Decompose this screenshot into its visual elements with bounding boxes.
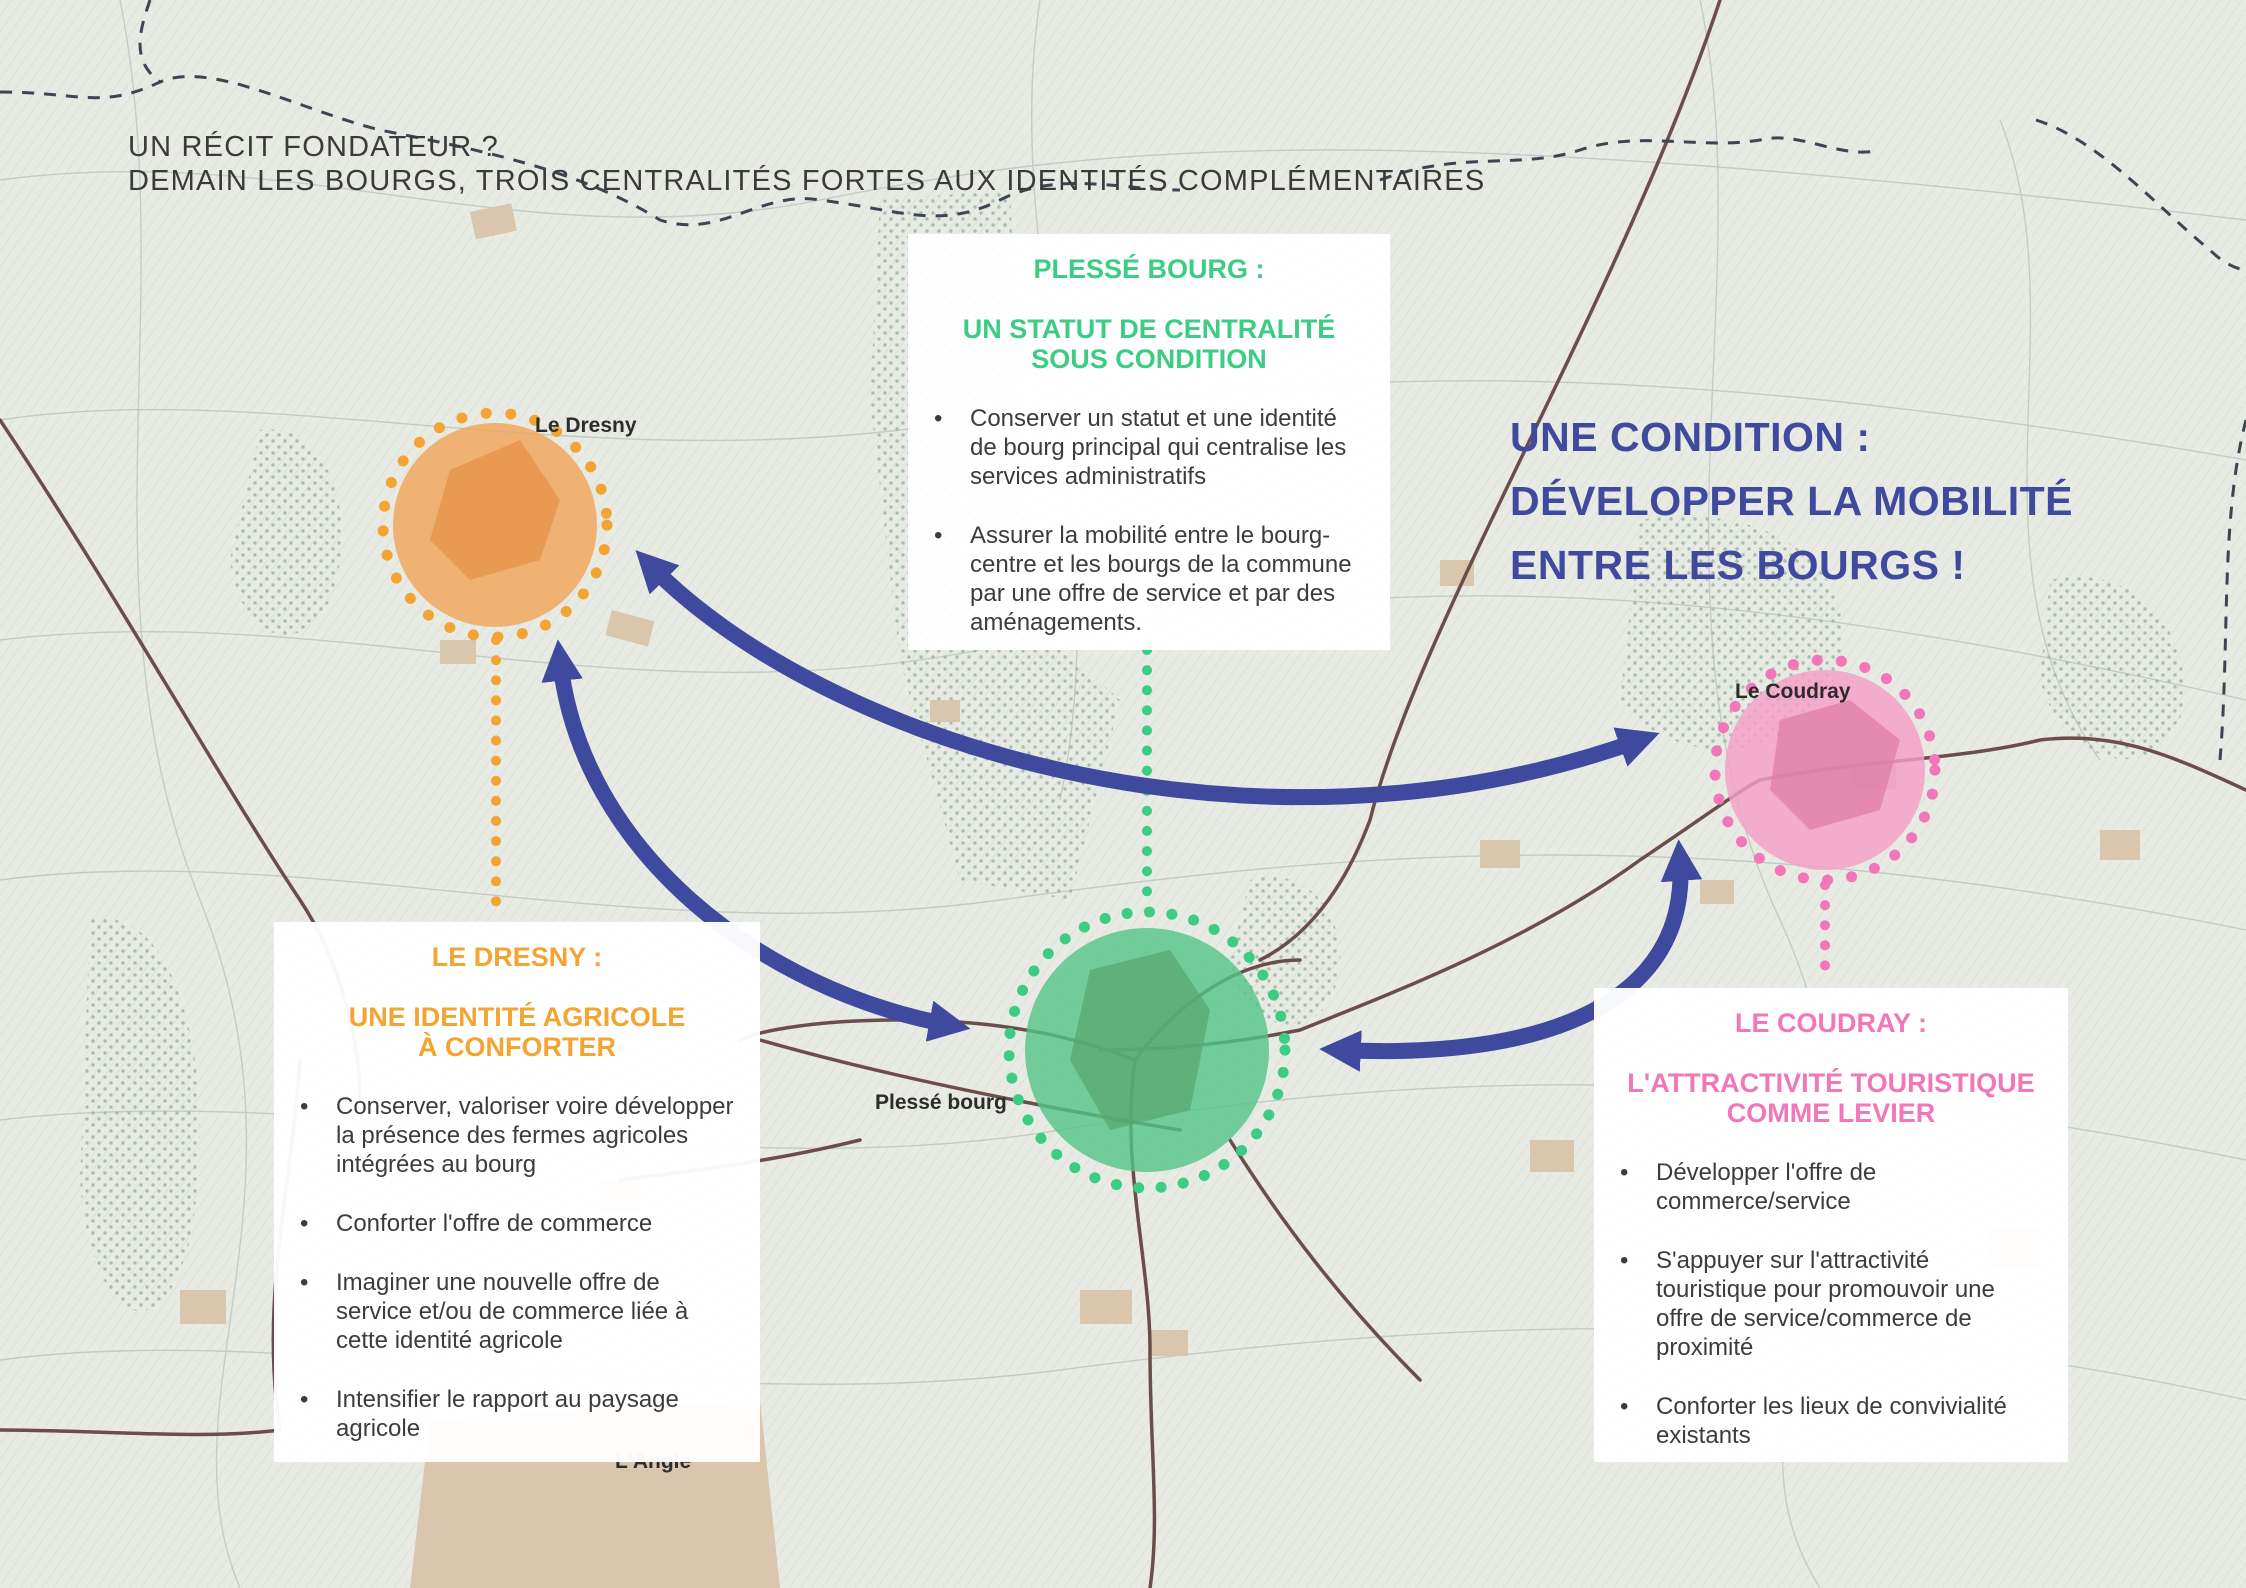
place-label-dresny: Le Dresny xyxy=(535,414,637,437)
coudray-card-subtitle-1: L'ATTRACTIVITÉ TOURISTIQUE xyxy=(1627,1068,2035,1098)
callout-line-3: ENTRE LES BOURGS ! xyxy=(1510,542,1966,588)
dresny-info-card: LE DRESNY : UNE IDENTITÉ AGRICOLE À CONF… xyxy=(274,922,760,1462)
plesse-card-title: PLESSÉ BOURG : xyxy=(1033,254,1265,284)
plesse-card-subtitle-2: SOUS CONDITION xyxy=(1031,344,1267,374)
dresny-card-list: Conserver, valoriser voire développer la… xyxy=(300,1092,734,1443)
coudray-centrality xyxy=(1709,654,1941,990)
coudray-info-card: LE COUDRAY : L'ATTRACTIVITÉ TOURISTIQUE … xyxy=(1594,988,2068,1462)
plesse-centrality xyxy=(1003,645,1291,1194)
plesse-card-item: Conserver un statut et une identité de b… xyxy=(934,404,1364,491)
dresny-card-subtitle-1: UNE IDENTITÉ AGRICOLE xyxy=(348,1002,686,1032)
mobility-callout: UNE CONDITION : DÉVELOPPER LA MOBILITÉ E… xyxy=(1510,405,2073,597)
coudray-card-subtitle-2: COMME LEVIER xyxy=(1726,1098,1936,1128)
dresny-card-item: Conserver, valoriser voire développer la… xyxy=(300,1092,734,1179)
callout-line-2: DÉVELOPPER LA MOBILITÉ xyxy=(1510,478,2074,524)
arrow-dresny-plesse xyxy=(541,639,971,1042)
plesse-info-card: PLESSÉ BOURG : UN STATUT DE CENTRALITÉ S… xyxy=(908,234,1390,650)
arrow-plesse-coudray xyxy=(1319,839,1703,1072)
coudray-card-item: Développer l'offre de commerce/service xyxy=(1620,1158,2042,1216)
coudray-card-item: Conforter les lieux de convivialité exis… xyxy=(1620,1392,2042,1450)
header-line-2: DEMAIN LES BOURGS, TROIS CENTRALITÉS FOR… xyxy=(128,165,1486,197)
dresny-card-item: Conforter l'offre de commerce xyxy=(300,1209,734,1238)
page-header: UN RÉCIT FONDATEUR ? DEMAIN LES BOURGS, … xyxy=(128,130,1485,198)
plesse-card-subtitle-1: UN STATUT DE CENTRALITÉ xyxy=(962,314,1336,344)
header-line-1: UN RÉCIT FONDATEUR ? xyxy=(128,131,499,163)
plesse-card-list: Conserver un statut et une identité de b… xyxy=(934,404,1364,637)
coudray-card-item: S'appuyer sur l'attractivité touristique… xyxy=(1620,1246,2042,1362)
mobility-arrows xyxy=(541,550,1703,1072)
place-label-plesse: Plessé bourg xyxy=(875,1091,1007,1114)
dresny-card-item: Intensifier le rapport au paysage agrico… xyxy=(300,1385,734,1443)
dresny-centrality xyxy=(377,407,613,925)
dresny-card-subtitle-2: À CONFORTER xyxy=(418,1032,616,1062)
municipal-boundary xyxy=(0,0,2246,761)
coudray-card-list: Développer l'offre de commerce/service S… xyxy=(1620,1158,2042,1450)
coudray-card-title: LE COUDRAY : xyxy=(1734,1008,1928,1038)
arrow-dresny-coudray xyxy=(635,550,1660,806)
place-label-coudray: Le Coudray xyxy=(1735,680,1851,703)
dresny-card-item: Imaginer une nouvelle offre de service e… xyxy=(300,1268,734,1355)
dresny-card-title: LE DRESNY : xyxy=(431,942,603,972)
callout-line-1: UNE CONDITION : xyxy=(1510,414,1871,460)
plesse-card-item: Assurer la mobilité entre le bourg-centr… xyxy=(934,521,1364,637)
